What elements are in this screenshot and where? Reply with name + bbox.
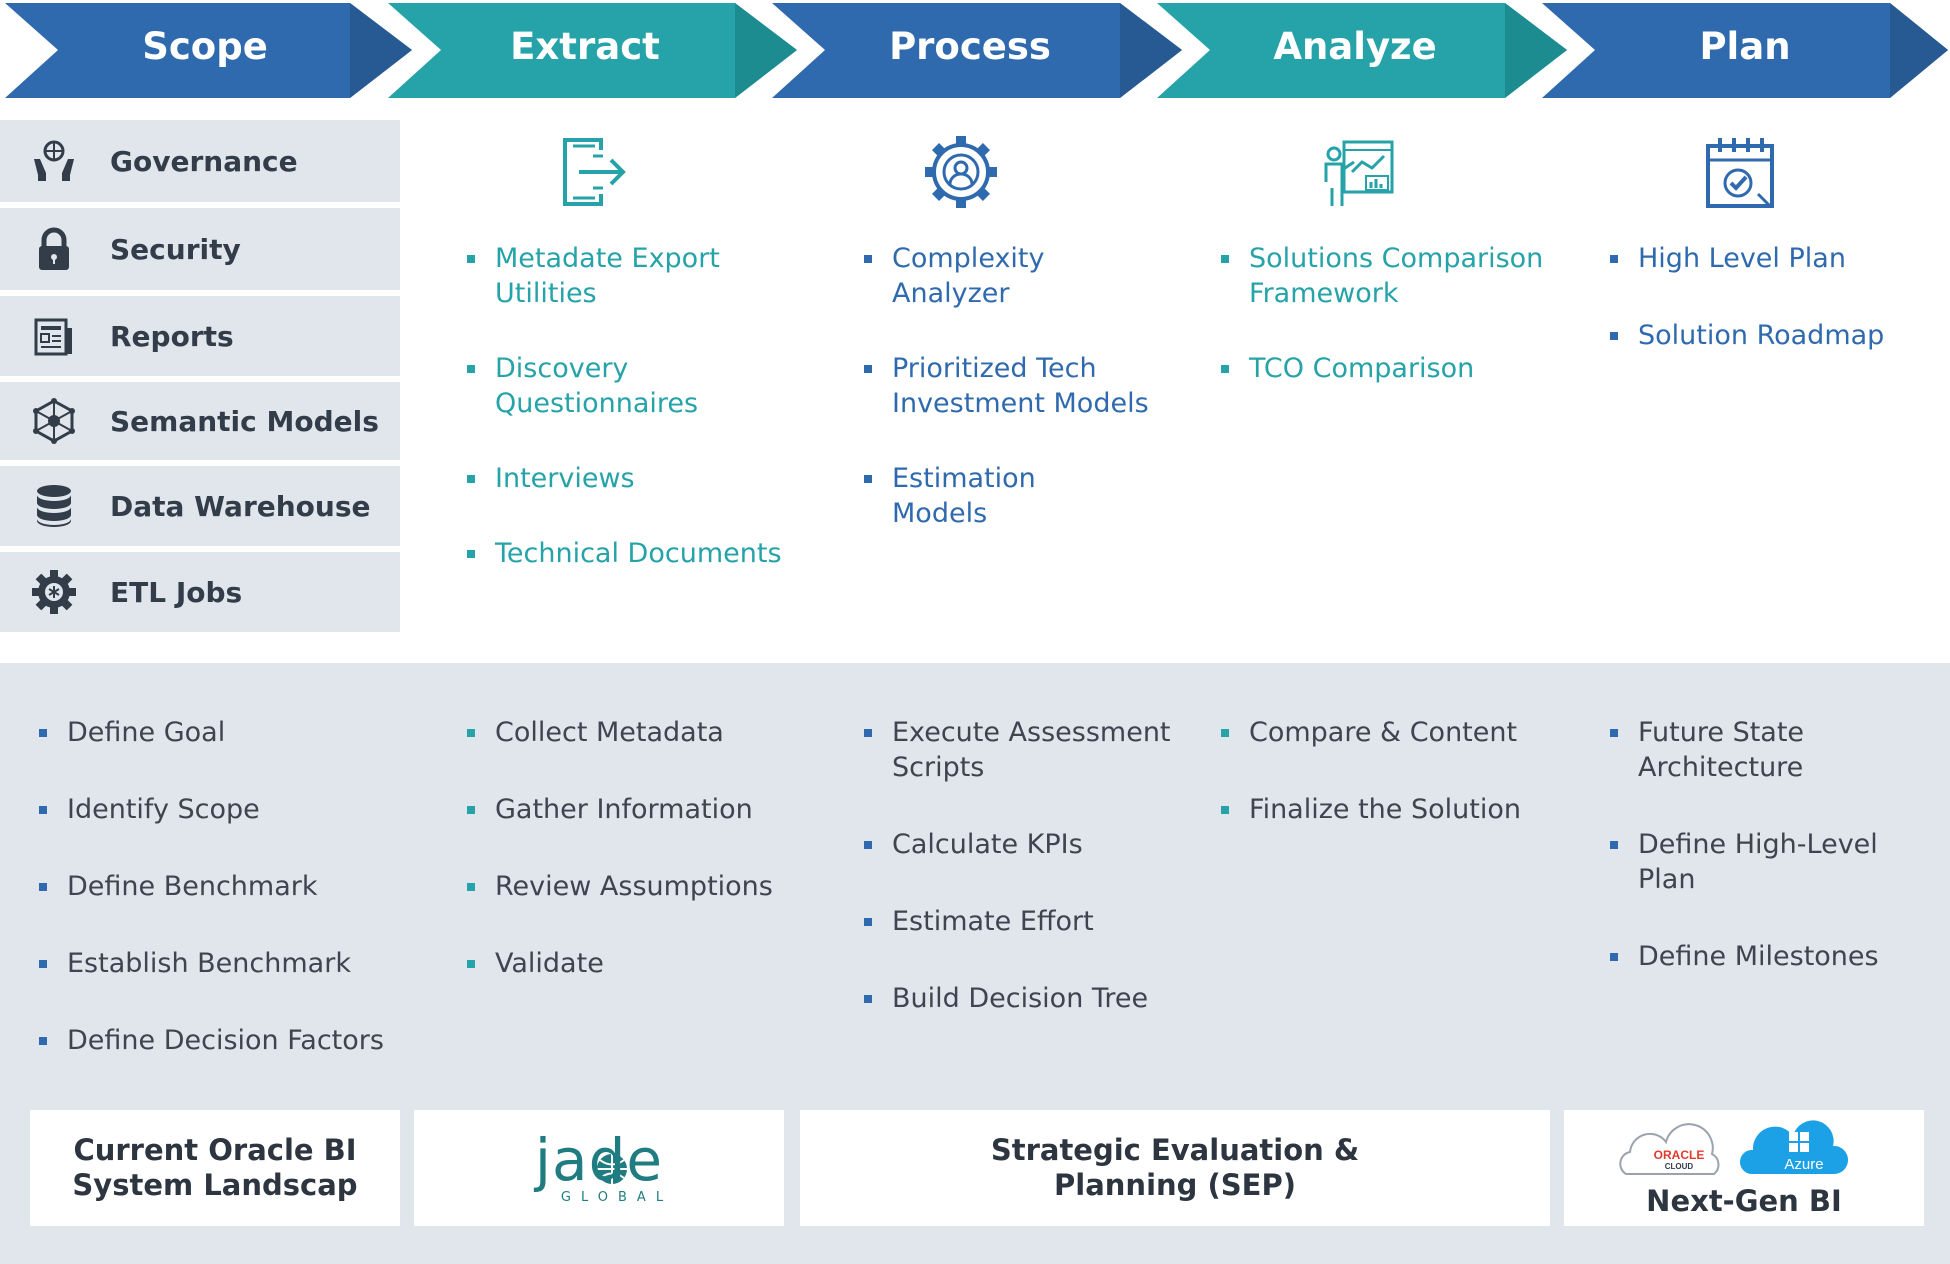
list-item: Define High-Level Plan <box>1610 827 1940 897</box>
jade-global-logo: jade GLOBAL <box>514 1128 684 1208</box>
chevron-plan <box>1542 3 1948 98</box>
process-outputs-list: Complexity Analyzer Prioritized Tech Inv… <box>864 241 1154 531</box>
chevron-extract <box>388 3 797 98</box>
list-item: Estimate Effort <box>864 904 1164 939</box>
list-item: Establish Benchmark <box>39 946 399 981</box>
azure-word: Azure <box>1784 1156 1824 1173</box>
gear-icon <box>28 566 80 618</box>
list-item: Estimation Models <box>864 461 1062 531</box>
list-item: Solution Roadmap <box>1610 318 1930 353</box>
scope-item-label: Reports <box>110 319 234 353</box>
list-item: Execute Assessment Scripts <box>864 715 1172 785</box>
list-item: Define Benchmark <box>39 869 399 904</box>
chevron-analyze <box>1157 3 1567 98</box>
chevron-process <box>772 3 1182 98</box>
lock-icon <box>28 223 80 275</box>
oracle-sub: CLOUD <box>1664 1162 1694 1171</box>
step-label-plan: Plan <box>1699 25 1791 68</box>
list-item: Technical Documents <box>467 536 797 571</box>
plan-outputs-list: High Level Plan Solution Roadmap <box>1610 241 1930 353</box>
governance-icon <box>28 135 80 187</box>
scope-item-label: Semantic Models <box>110 404 379 438</box>
list-item: TCO Comparison <box>1221 351 1551 386</box>
current-landscape-box: Current Oracle BI System Landscap <box>30 1110 400 1226</box>
plan-activities-list: Future State Architecture Define High-Le… <box>1610 715 1940 974</box>
report-icon <box>28 310 80 362</box>
list-item: Discovery Questionnaires <box>467 351 735 421</box>
list-item: Build Decision Tree <box>864 981 1164 1016</box>
process-activities-list: Execute Assessment Scripts Calculate KPI… <box>864 715 1171 1016</box>
step-label-scope: Scope <box>142 25 268 68</box>
logo-word: jade <box>534 1126 664 1194</box>
list-item: Define Milestones <box>1610 939 1940 974</box>
presentation-icon <box>1318 132 1398 212</box>
list-item: Prioritized Tech Investment Models <box>864 351 1154 421</box>
extract-outputs-list: Metadate Export Utilities Discovery Ques… <box>467 241 797 571</box>
step-label-process: Process <box>889 25 1051 68</box>
list-item: Finalize the Solution <box>1221 792 1551 827</box>
list-item: Calculate KPIs <box>864 827 1164 862</box>
scope-item-security: Security <box>0 208 400 290</box>
list-item: Define Decision Factors <box>39 1023 399 1058</box>
scope-item-data-warehouse: Data Warehouse <box>0 466 400 546</box>
oracle-cloud-icon <box>1619 1123 1720 1175</box>
scope-item-label: ETL Jobs <box>110 575 243 609</box>
jade-global-logo-box: jade GLOBAL <box>414 1110 784 1226</box>
list-item: High Level Plan <box>1610 241 1930 276</box>
list-item: Complexity Analyzer <box>864 241 1072 311</box>
extract-activities-list: Collect Metadata Gather Information Revi… <box>467 715 797 981</box>
list-item: Compare & Content <box>1221 715 1551 750</box>
list-item: Solutions Comparison Framework <box>1221 241 1551 311</box>
list-item: Collect Metadata <box>467 715 797 750</box>
current-landscape-line2: System Landscap <box>72 1168 358 1202</box>
process-chevron-banner: Scope Extract Process Analyze Plan <box>0 0 1950 100</box>
scope-item-label: Governance <box>110 144 298 178</box>
list-item: Validate <box>467 946 797 981</box>
scope-item-governance: Governance <box>0 120 400 202</box>
analyze-outputs-list: Solutions Comparison Framework TCO Compa… <box>1221 241 1551 386</box>
calendar-check-icon <box>1700 132 1780 212</box>
scope-item-reports: Reports <box>0 296 400 376</box>
cloud-logos: ORACLE CLOUD Azure <box>1614 1114 1874 1182</box>
network-icon <box>28 395 80 447</box>
list-item: Gather Information <box>467 792 797 827</box>
scope-item-label: Data Warehouse <box>110 489 371 523</box>
step-label-analyze: Analyze <box>1273 25 1437 68</box>
list-item: Future State Architecture <box>1610 715 1838 785</box>
list-item: Identify Scope <box>39 792 399 827</box>
next-gen-bi-label: Next-Gen BI <box>1646 1184 1842 1218</box>
gear-user-icon <box>921 132 1001 212</box>
oracle-word: ORACLE <box>1653 1148 1705 1162</box>
next-gen-bi-box: ORACLE CLOUD Azure Next-Gen BI <box>1564 1110 1924 1226</box>
logo-sub: GLOBAL <box>560 1190 674 1205</box>
list-item: Interviews <box>467 461 797 496</box>
list-item: Metadate Export Utilities <box>467 241 797 311</box>
export-icon <box>553 132 633 212</box>
analyze-activities-list: Compare & Content Finalize the Solution <box>1221 715 1551 827</box>
list-item: Define Goal <box>39 715 399 750</box>
list-item: Review Assumptions <box>467 869 797 904</box>
current-landscape-line1: Current Oracle BI <box>73 1133 357 1167</box>
scope-item-semantic-models: Semantic Models <box>0 382 400 460</box>
chevron-scope <box>5 3 412 98</box>
step-label-extract: Extract <box>510 25 660 68</box>
scope-item-label: Security <box>110 232 241 266</box>
sep-box: Strategic Evaluation & Planning (SEP) <box>800 1110 1550 1226</box>
sep-line2: Planning (SEP) <box>1054 1168 1296 1202</box>
azure-cloud-icon <box>1739 1120 1849 1174</box>
scope-item-etl-jobs: ETL Jobs <box>0 552 400 632</box>
sep-line1: Strategic Evaluation & <box>990 1133 1360 1167</box>
scope-activities-list: Define Goal Identify Scope Define Benchm… <box>39 715 399 1058</box>
database-icon <box>28 480 80 532</box>
